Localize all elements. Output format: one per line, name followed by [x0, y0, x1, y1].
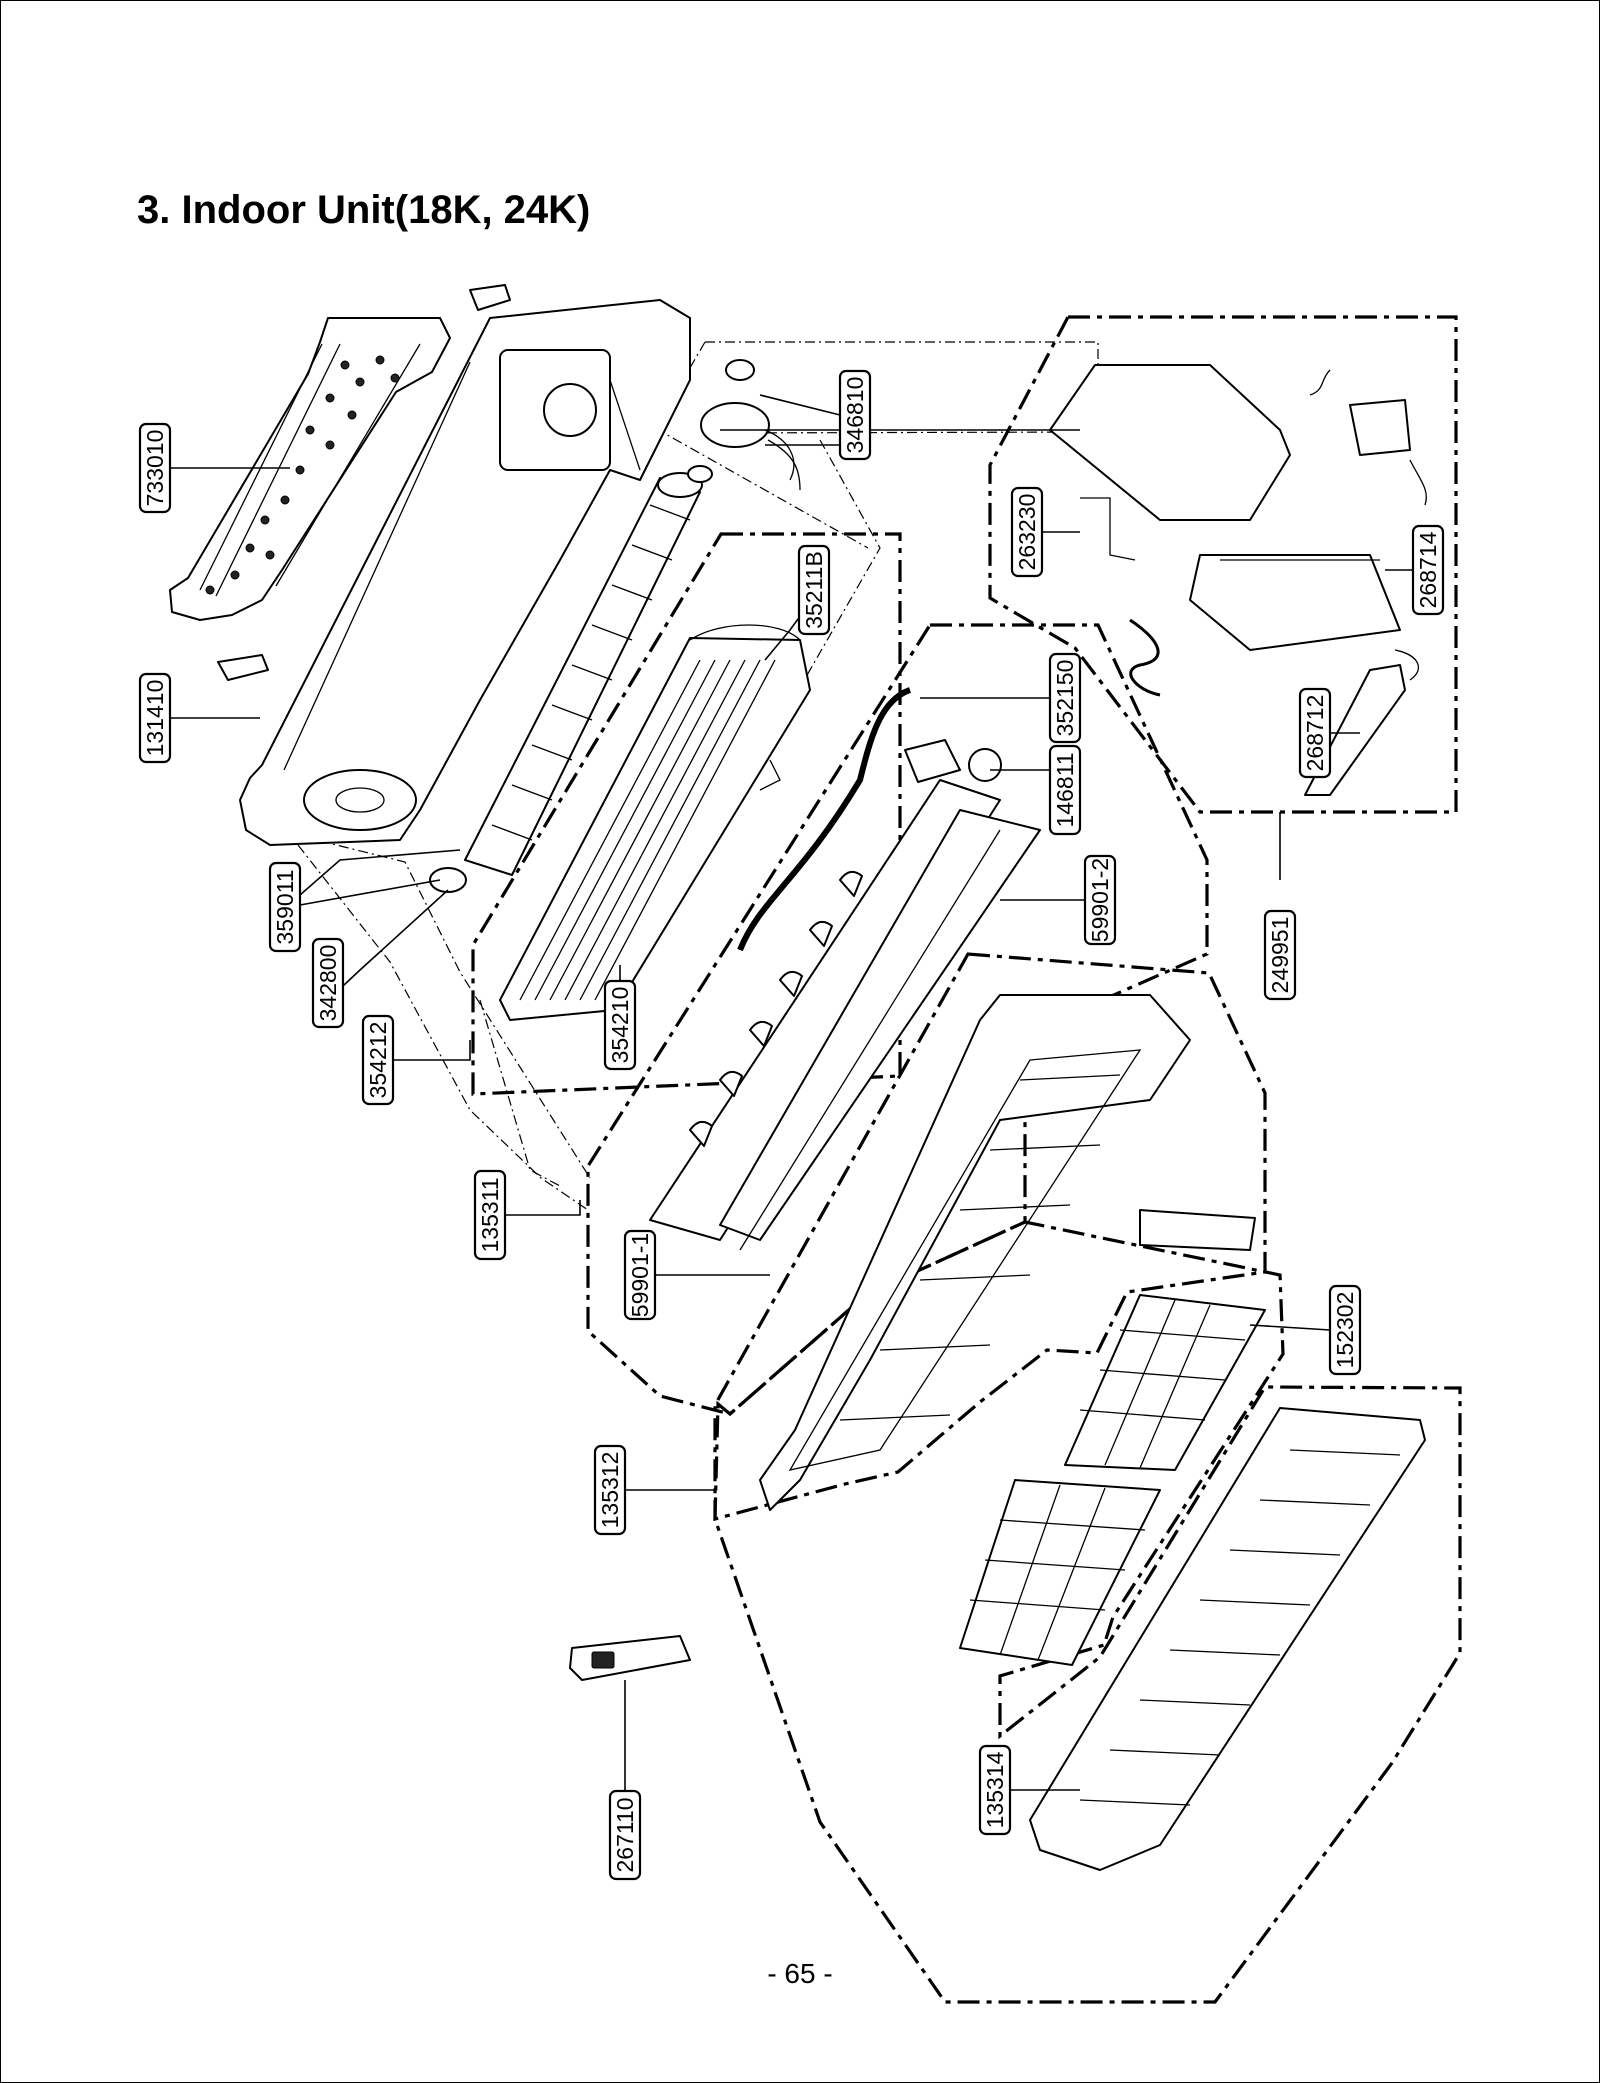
svg-text:135314: 135314	[982, 1751, 1008, 1828]
svg-text:152302: 152302	[1332, 1292, 1358, 1369]
callout-249951: 249951	[1263, 909, 1297, 1001]
callout-354212: 354212	[361, 1014, 395, 1106]
svg-text:135311: 135311	[477, 1177, 503, 1252]
callout-268712: 268712	[1298, 687, 1332, 779]
group-border-grille	[713, 1220, 1462, 2004]
callout-352118: 35211B	[797, 544, 831, 636]
callout-152302: 152302	[1328, 1284, 1362, 1376]
fan-motor	[687, 359, 801, 491]
group-borders	[471, 315, 1462, 2004]
front-chassis	[759, 994, 1256, 1511]
svg-text:359011: 359011	[272, 869, 298, 944]
callout-342800: 342800	[311, 937, 345, 1029]
mounting-plate	[169, 317, 451, 621]
svg-text:135312: 135312	[597, 1452, 623, 1529]
group-border-electrical-box	[988, 315, 1458, 814]
svg-text:267110: 267110	[612, 1797, 638, 1872]
svg-text:35211B: 35211B	[801, 551, 827, 629]
air-filters	[959, 1294, 1266, 1666]
svg-text:263230: 263230	[1014, 494, 1040, 571]
callout-267110: 267110	[608, 1789, 642, 1881]
callout-354210: 354210	[603, 979, 637, 1071]
callout-135311: 135311	[473, 1169, 507, 1261]
svg-text:249951: 249951	[1267, 917, 1293, 994]
callout-131410: 131410	[138, 672, 172, 764]
callout-733010: 733010	[138, 422, 172, 514]
callout-359011: 359011	[268, 861, 302, 953]
svg-text:733010: 733010	[142, 430, 168, 507]
callout-346810: 346810	[838, 369, 872, 461]
svg-text:131410: 131410	[142, 680, 168, 757]
electrical-box-parts	[1049, 364, 1427, 796]
svg-text:146811: 146811	[1052, 752, 1078, 827]
group-border-vane-assembly	[586, 623, 1209, 1416]
front-grille	[1029, 1407, 1426, 1871]
svg-text:268714: 268714	[1415, 531, 1441, 608]
vane-assembly	[649, 739, 1041, 1251]
callout-268714: 268714	[1411, 524, 1445, 616]
callout-146811: 146811	[1048, 744, 1082, 836]
callout-59901-1: 59901-1	[623, 1229, 657, 1321]
evaporator	[499, 624, 811, 1021]
callout-263230: 263230	[1010, 486, 1044, 578]
bearing	[429, 867, 467, 893]
top-clip	[469, 284, 511, 311]
svg-text:268712: 268712	[1302, 695, 1328, 772]
chassis	[239, 299, 691, 846]
svg-text:346810: 346810	[842, 377, 868, 454]
callout-135312: 135312	[593, 1444, 627, 1536]
drain-hose	[737, 687, 912, 952]
svg-text:59901-1: 59901-1	[627, 1233, 653, 1317]
svg-text:354210: 354210	[607, 987, 633, 1064]
callout-59901-2: 59901-2	[1083, 854, 1117, 946]
svg-text:342800: 342800	[315, 945, 341, 1022]
remote-controller	[569, 1635, 691, 1681]
page-number: - 65 -	[767, 1958, 833, 1989]
group-border-evaporator	[471, 532, 902, 1096]
callout-135314: 135314	[978, 1744, 1012, 1836]
svg-text:352150: 352150	[1052, 660, 1078, 737]
svg-text:59901-2: 59901-2	[1087, 858, 1113, 942]
callout-352150: 352150	[1048, 652, 1082, 744]
svg-text:354212: 354212	[365, 1022, 391, 1099]
pipe-clip	[217, 654, 269, 681]
callouts: 733010 131410 346810 35211B 263230 26871…	[138, 369, 1445, 1881]
page-title: 3. Indoor Unit(18K, 24K)	[137, 188, 591, 232]
